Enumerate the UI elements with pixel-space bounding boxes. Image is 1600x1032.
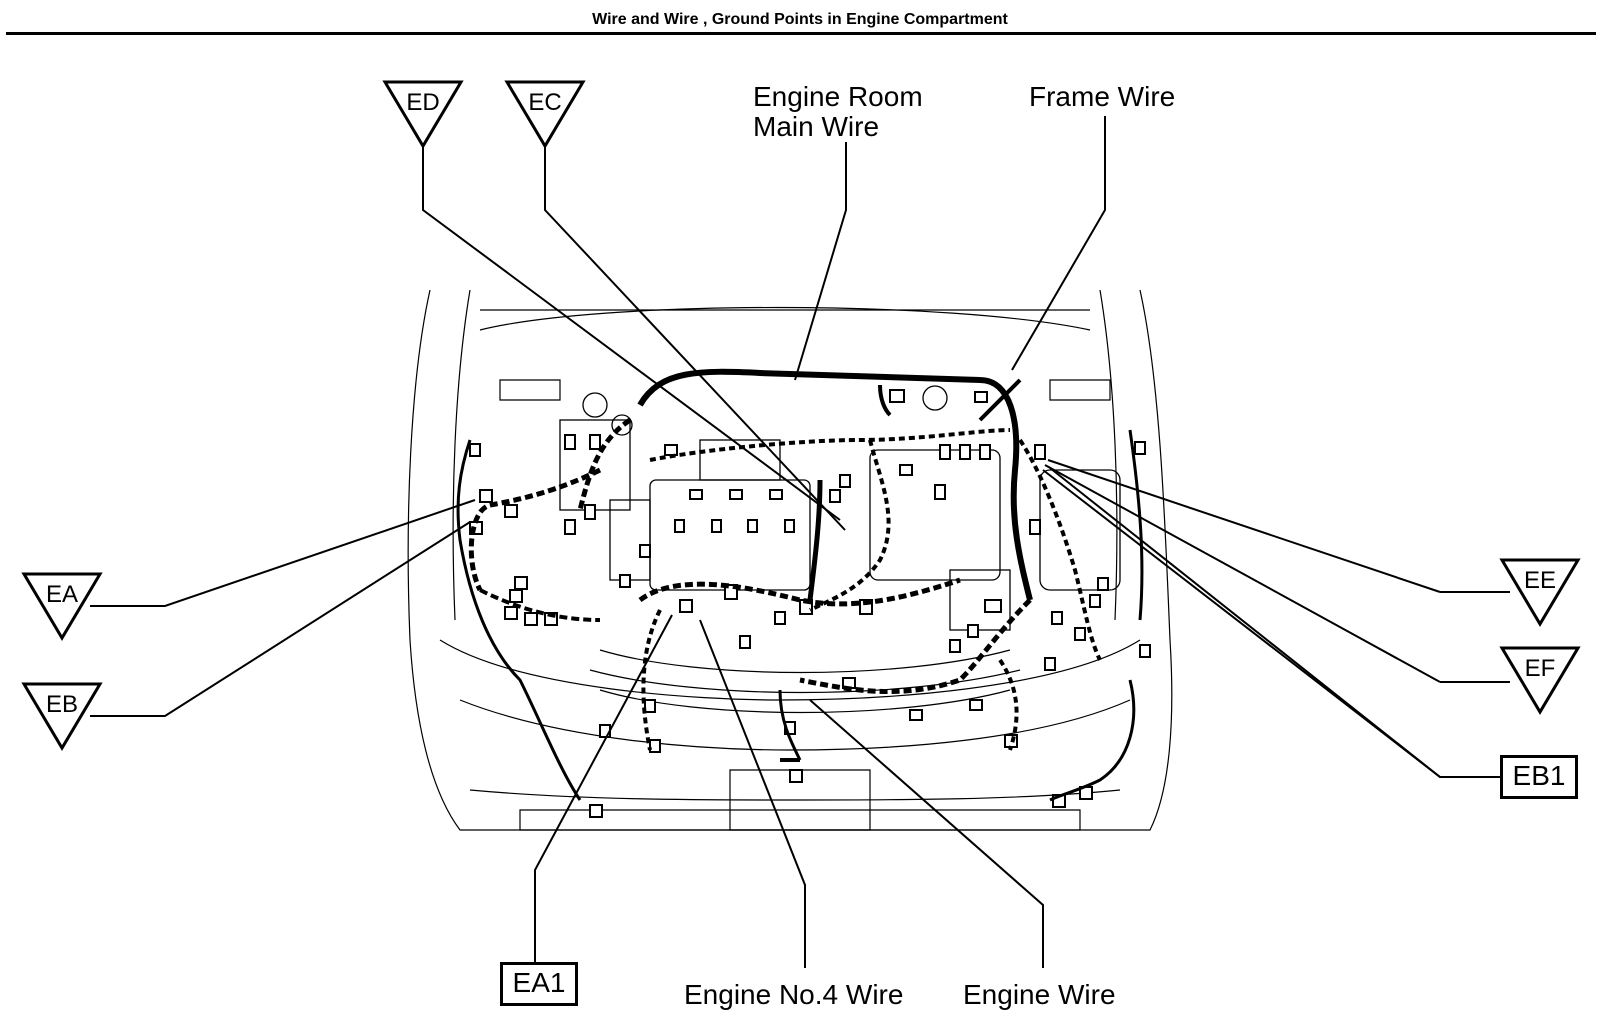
connector-ea1-box: EA1 <box>500 962 578 1006</box>
label-engine-room-main-wire-line2: Main Wire <box>753 111 880 142</box>
ground-point-ea-label: EA <box>46 581 78 608</box>
ground-point-ee: EE <box>1499 558 1581 627</box>
ground-point-ef: EF <box>1499 646 1581 715</box>
ground-point-ed: ED <box>382 80 464 149</box>
ground-point-ec-label: EC <box>528 89 561 116</box>
ground-point-ea: EA <box>21 572 103 641</box>
ground-point-ee-label: EE <box>1524 567 1556 594</box>
label-engine-no4-wire: Engine No.4 Wire <box>684 979 904 1010</box>
ground-point-ed-label: ED <box>406 89 439 116</box>
ground-point-ec: EC <box>504 80 586 149</box>
label-engine-room-main-wire: Engine Room Main Wire <box>753 82 923 142</box>
title-divider <box>6 32 1596 35</box>
page-title: Wire and Wire , Ground Points in Engine … <box>592 11 1008 28</box>
connector-eb1-box: EB1 <box>1500 755 1578 799</box>
label-frame-wire: Frame Wire <box>1029 81 1176 112</box>
engine-components <box>559 385 1121 631</box>
wire-harnesses <box>456 368 1144 802</box>
leader-lines <box>90 116 1510 968</box>
label-engine-room-main-wire-line1: Engine Room <box>753 81 923 112</box>
ground-point-eb-label: EB <box>46 691 78 718</box>
ground-point-ef-label: EF <box>1525 655 1556 682</box>
ground-point-eb: EB <box>21 682 103 751</box>
label-engine-wire: Engine Wire <box>963 979 1116 1010</box>
